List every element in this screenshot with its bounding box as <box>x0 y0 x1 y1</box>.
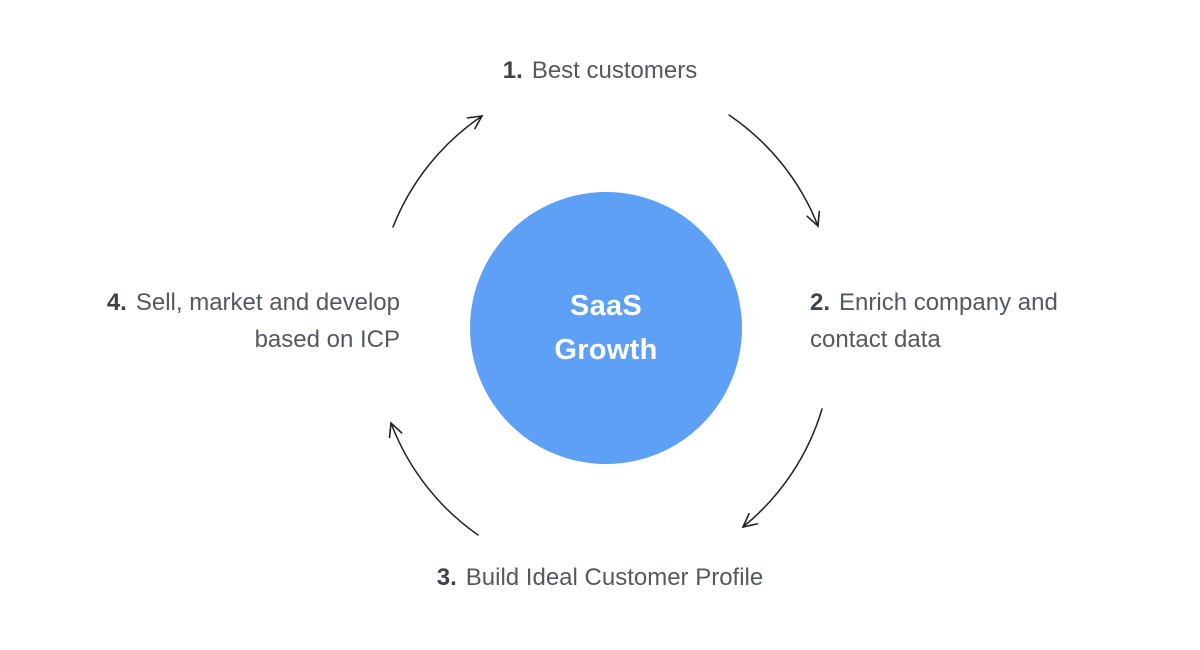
step-3-line: 3. Build Ideal Customer Profile <box>0 562 1200 594</box>
step-3-number: 3. <box>436 564 457 591</box>
step-4-line-1: 4. Sell, market and develop <box>107 284 400 321</box>
step-4-label: 4. Sell, market and develop based on ICP <box>107 284 400 358</box>
step-4-text-line-1: Sell, market and develop <box>135 289 400 316</box>
step-4-text-line-2: based on ICP <box>254 326 400 353</box>
circle-title-line1: SaaS <box>569 290 643 322</box>
step-2-line-1: 2. Enrich company and <box>810 284 1058 321</box>
step-2-text-line-1: Enrich company and <box>839 289 1058 316</box>
step-1-line: 1. Best customers <box>0 55 1200 87</box>
arrow-step1-to-step2-icon <box>728 114 821 228</box>
step-1-label: 1. Best customers <box>0 55 1200 87</box>
step-3-text: Build Ideal Customer Profile <box>465 564 764 591</box>
step-1-text: Best customers <box>531 57 698 84</box>
arrow-step3-to-step4-icon <box>388 421 479 536</box>
step-1-number: 1. <box>502 57 523 84</box>
arrow-step4-to-step1-icon <box>392 114 484 228</box>
step-3-label: 3. Build Ideal Customer Profile <box>0 562 1200 594</box>
step-2-number: 2. <box>810 289 831 316</box>
saas-growth-circle: SaaS Growth <box>470 192 742 464</box>
step-2-label: 2. Enrich company and contact data <box>810 284 1058 358</box>
step-4-number: 4. <box>106 289 127 316</box>
circle-title-line2: Growth <box>554 334 658 366</box>
step-2-text-line-2: contact data <box>810 326 941 353</box>
arrow-step2-to-step3-icon <box>741 408 823 529</box>
